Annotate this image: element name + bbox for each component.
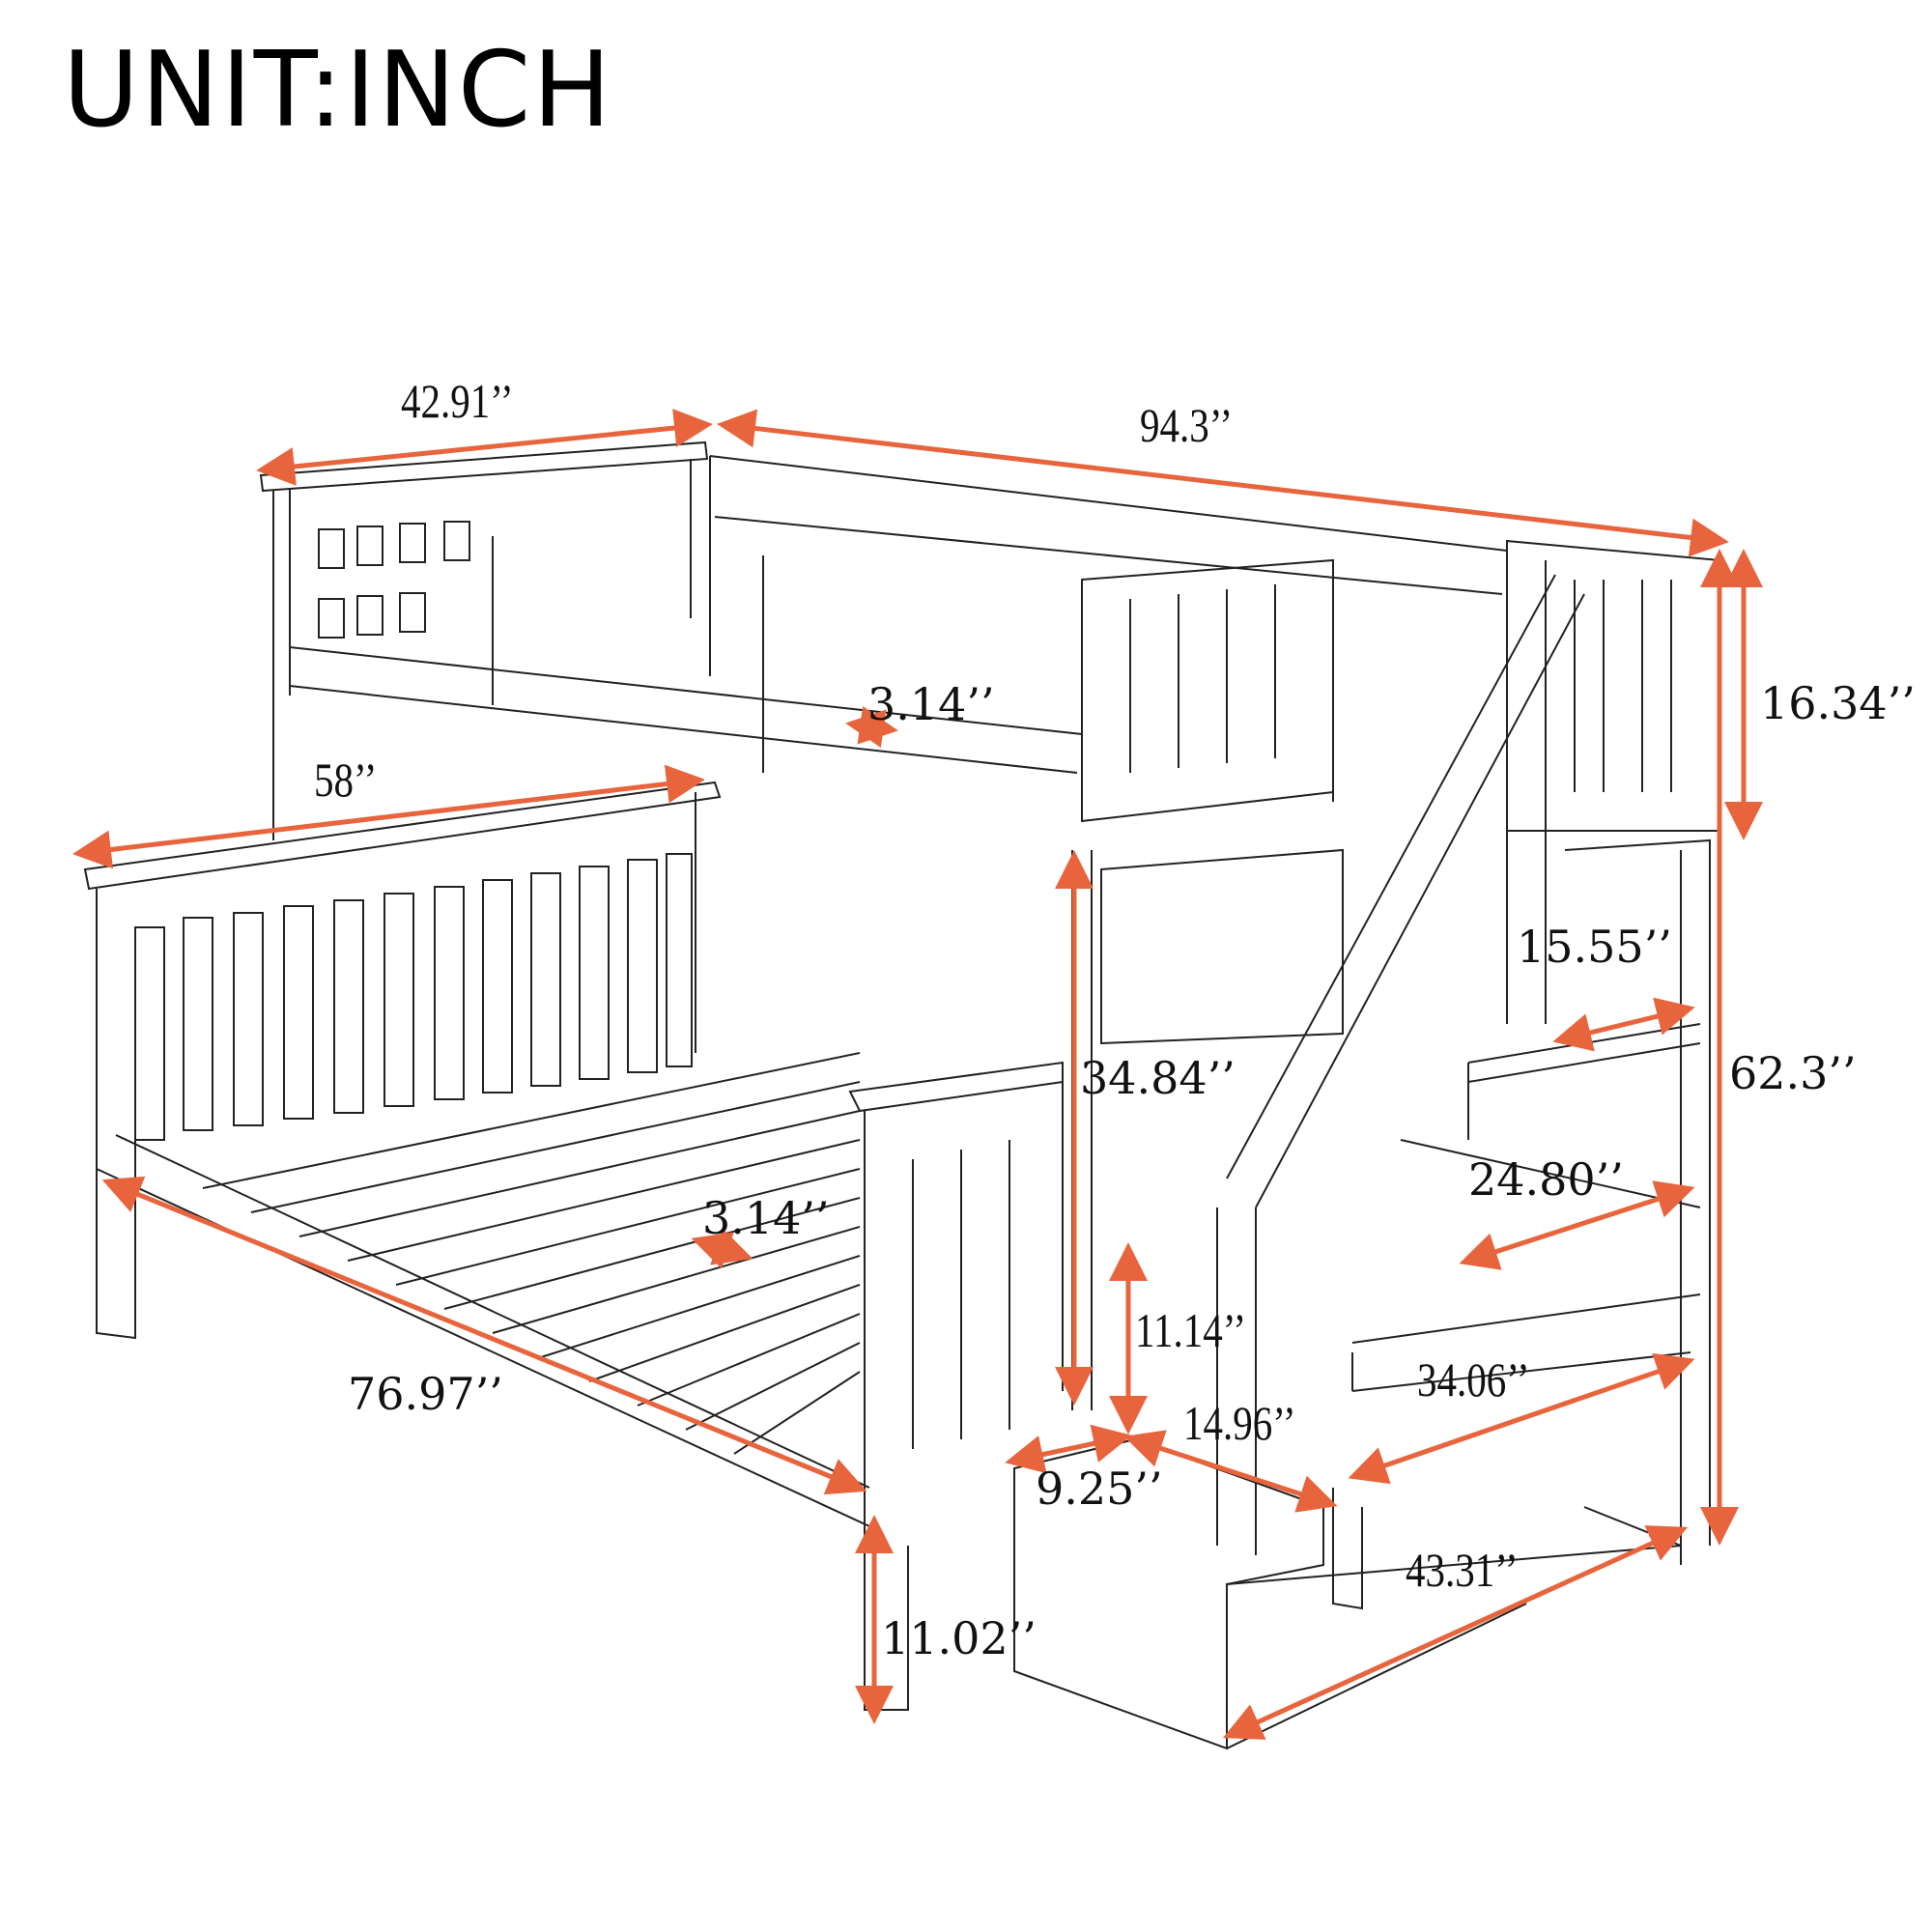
dim-overall-height: 62.3’’ (1729, 1047, 1857, 1099)
dim-bottom-slat-gap: 3.14’’ (702, 1192, 830, 1244)
dim-guardrail-height: 16.34’’ (1760, 677, 1916, 729)
dim-overall-length: 94.3’’ (1140, 398, 1234, 452)
dim-stair-step-top-depth: 15.55’’ (1517, 921, 1672, 973)
dim-under-top-clearance: 34.84’’ (1080, 1052, 1236, 1104)
dim-step-box-depth: 9.25’’ (1036, 1463, 1163, 1515)
dim-stair-base-length: 43.31’’ (1406, 1543, 1519, 1597)
unit-title: UNIT:INCH (63, 30, 613, 151)
dim-bottom-bed-length: 76.97’’ (348, 1368, 503, 1420)
dim-bottom-bed-width: 58’’ (314, 753, 378, 807)
dim-step-box-width: 14.96’’ (1183, 1396, 1296, 1450)
dim-step-height: 11.14’’ (1135, 1303, 1246, 1357)
dim-stair-step-mid-depth: 24.80’’ (1468, 1153, 1624, 1206)
dimension-arrows (72, 409, 1763, 1740)
dim-top-slat-gap: 3.14’’ (867, 678, 995, 730)
dim-top-headboard-width: 42.91’’ (401, 374, 514, 428)
dim-leg-clearance: 11.02’’ (881, 1612, 1037, 1664)
dim-stair-step-low-depth: 34.06’’ (1417, 1352, 1530, 1406)
